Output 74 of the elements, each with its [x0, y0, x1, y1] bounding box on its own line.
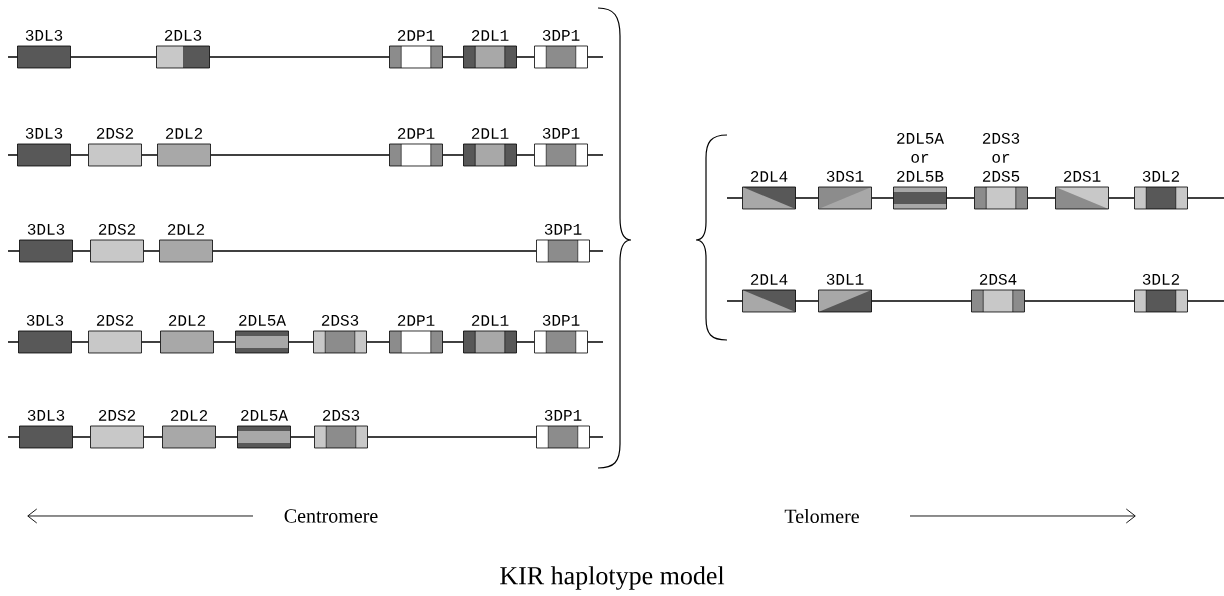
gene-label: 2DS1	[1063, 170, 1101, 182]
gene-label: 2DL2	[170, 410, 208, 421]
gene-label: 2DL4	[750, 171, 788, 182]
chromosome-line	[871, 300, 972, 302]
chromosome-line	[367, 436, 537, 438]
gene-label: 3DP1	[542, 29, 580, 41]
gene-label: 2DS3	[322, 409, 360, 421]
gene-label: 2DL5A	[239, 314, 286, 326]
gene-label: 2DP1	[397, 30, 435, 41]
gene-label: 3DL3	[25, 127, 63, 139]
chromosome-line	[290, 436, 315, 438]
direction-label: Centromere	[284, 509, 378, 523]
chromosome-line	[210, 154, 390, 156]
gene-label: 2DL1	[471, 30, 509, 41]
chromosome-line	[215, 436, 238, 438]
gene-label: 2DL2	[167, 224, 205, 235]
chromosome-line	[516, 341, 535, 343]
chromosome-line	[209, 56, 390, 58]
gene-label: 2DP1	[397, 128, 435, 139]
gene-label: 2DS3 or 2DS5	[982, 132, 1020, 182]
gene-label: 3DL2	[1142, 273, 1180, 285]
chromosome-line	[70, 56, 157, 58]
chromosome-line	[212, 250, 537, 252]
chromosome-line	[70, 154, 89, 156]
gene-label: 3DS1	[826, 170, 864, 182]
gene-label: 3DL3	[27, 223, 65, 235]
gene-label: 2DS2	[98, 409, 136, 421]
gene-label: 2DL5A	[241, 409, 288, 421]
gene-label: 3DP1	[544, 223, 582, 235]
chromosome-line	[1027, 197, 1056, 199]
chromosome-line	[213, 341, 236, 343]
gene-label: 2DL1	[471, 315, 509, 326]
chromosome-line	[141, 154, 158, 156]
chromosome-line	[1024, 300, 1135, 302]
gene-label: 3DL3	[26, 314, 64, 326]
gene-label: 3DP1	[542, 127, 580, 139]
chromosome-line	[72, 436, 91, 438]
gene-label: 2DS3	[321, 314, 359, 326]
chromosome-line	[795, 197, 819, 199]
chromosome-line	[1108, 197, 1135, 199]
gene-label: 2DS4	[979, 273, 1017, 285]
gene-label: 2DL5A or 2DL5B	[897, 132, 944, 182]
gene-label: 2DP1	[397, 315, 435, 326]
chromosome-line	[442, 341, 464, 343]
gene-label: 2DS2	[96, 127, 134, 139]
gene-label: 3DL3	[27, 409, 65, 421]
caption: KIR haplotype model	[500, 566, 725, 590]
gene-label: 2DL1	[471, 128, 509, 139]
gene-label: 3DP1	[542, 314, 580, 326]
chromosome-line	[871, 197, 894, 199]
gene-label: 2DS2	[98, 223, 136, 235]
chromosome-line	[795, 300, 819, 302]
chromosome-line	[288, 341, 314, 343]
gene-label: 3DL2	[1142, 170, 1180, 182]
gene-label: 2DL4	[750, 274, 788, 285]
gene-label: 2DS2	[96, 314, 134, 326]
chromosome-line	[946, 197, 975, 199]
gene-label: 2DL2	[165, 128, 203, 139]
gene-label: 3DL1	[826, 273, 864, 285]
chromosome-line	[442, 154, 464, 156]
gene-label: 3DP1	[544, 409, 582, 421]
gene-label: 3DL3	[25, 29, 63, 41]
chromosome-line	[516, 154, 535, 156]
chromosome-line	[143, 436, 163, 438]
direction-label: Telomere	[784, 508, 859, 523]
chromosome-line	[366, 341, 390, 343]
chromosome-line	[141, 341, 161, 343]
chromosome-line	[71, 341, 89, 343]
chromosome-line	[516, 56, 535, 58]
chromosome-line	[442, 56, 464, 58]
gene-label: 2DL2	[168, 315, 206, 326]
gene-label: 2DL3	[164, 29, 202, 41]
chromosome-line	[72, 250, 91, 252]
chromosome-line	[143, 250, 160, 252]
